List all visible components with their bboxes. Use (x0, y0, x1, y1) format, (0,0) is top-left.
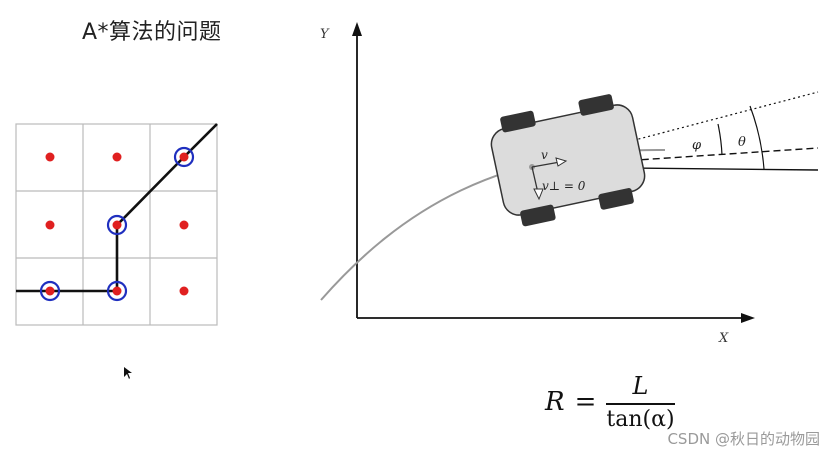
wheel (578, 94, 614, 116)
perp-velocity-arrow-head (533, 188, 544, 201)
vehicle-diagram: Y X φ θ v v⊥ = 0 (320, 22, 819, 346)
velocity-vector (531, 161, 561, 168)
formula-lhs: R (545, 386, 565, 417)
astar-path (16, 123, 218, 293)
path-node-circle (39, 280, 61, 302)
perp-velocity-label: v⊥ = 0 (542, 179, 586, 193)
fraction-bar (606, 403, 675, 405)
car-body (490, 104, 646, 216)
astar-grid (15, 123, 218, 326)
grid-node-dot (179, 220, 189, 230)
grid-node-dot (112, 220, 122, 230)
grid-node-dot (45, 286, 55, 296)
grid-node-dot (179, 286, 189, 296)
grid-node-dot (112, 286, 122, 296)
wheel (500, 110, 536, 133)
wheel (598, 188, 634, 210)
steer-angle-label: φ (692, 138, 702, 153)
grid-border (15, 123, 218, 326)
path-node-circle (173, 146, 195, 168)
watermark: CSDN @秋日的动物园 (667, 430, 820, 448)
formula-fraction: L tan(α) (606, 372, 675, 432)
grid-panel-title: A*算法的问题 (82, 20, 222, 45)
car (490, 94, 646, 227)
formula-numerator: L (632, 372, 649, 400)
formula-denominator: tan(α) (606, 406, 675, 432)
grid-node-dot (112, 152, 122, 162)
formula-equals: = (574, 386, 597, 417)
path-node-circle (106, 214, 128, 236)
velocity-arrow-head (555, 157, 568, 167)
y-axis-label: Y (320, 27, 330, 42)
steer-angle-arc (717, 123, 723, 156)
x-axis-arrow (741, 313, 755, 323)
grid-node-dot (179, 152, 189, 162)
y-axis-arrow (352, 22, 362, 36)
heading-angle-label: θ (738, 135, 746, 150)
grid-node-dot (45, 220, 55, 230)
steering-line (531, 91, 819, 168)
grid-node-dot (45, 152, 55, 162)
mouse-cursor-icon (124, 367, 132, 379)
velocity-label: v (541, 148, 548, 162)
turning-radius-formula: R = L tan(α) (545, 372, 675, 432)
wheel (520, 204, 556, 227)
heading-angle-arc (749, 105, 765, 170)
x-axis-label: X (718, 331, 729, 346)
path-node-circle (106, 280, 128, 302)
